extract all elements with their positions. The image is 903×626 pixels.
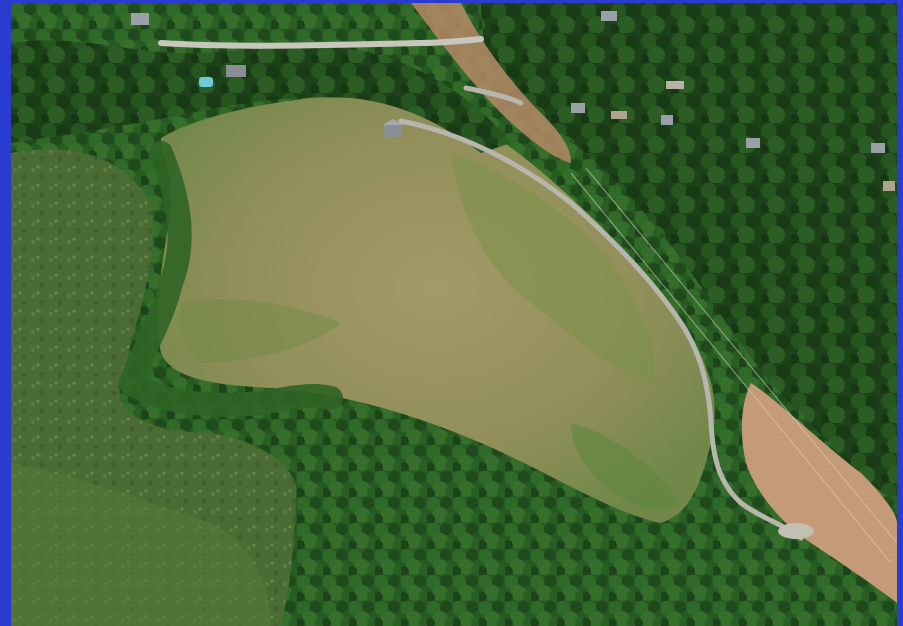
- aerial-scene: [11, 3, 897, 626]
- meadow-green-patch: [451, 153, 654, 383]
- swimming-pool: [199, 77, 213, 87]
- meadow-field: [157, 93, 715, 523]
- power-line-2: [585, 167, 897, 544]
- gravel-turnout: [778, 523, 814, 539]
- tree-line-west: [116, 141, 343, 417]
- road-spur-north: [463, 85, 524, 106]
- meadow-green-patch-west: [179, 299, 341, 363]
- shed-roof: [382, 119, 404, 125]
- houses-northeast: [571, 11, 895, 191]
- bare-soil-southeast: [741, 383, 897, 603]
- power-line-1: [570, 172, 892, 564]
- road-north: [158, 36, 484, 49]
- forest-northeast: [481, 3, 897, 503]
- meadow-green-patch-south: [571, 423, 681, 511]
- gravel-access-road: [398, 118, 804, 541]
- wetland-light-patch: [11, 463, 271, 626]
- shed-building: [384, 125, 402, 138]
- forest-north-band: [11, 40, 511, 154]
- aerial-photo: [11, 3, 897, 626]
- forest-south: [281, 392, 897, 626]
- house-north: [131, 13, 149, 25]
- house-northwest: [226, 65, 246, 77]
